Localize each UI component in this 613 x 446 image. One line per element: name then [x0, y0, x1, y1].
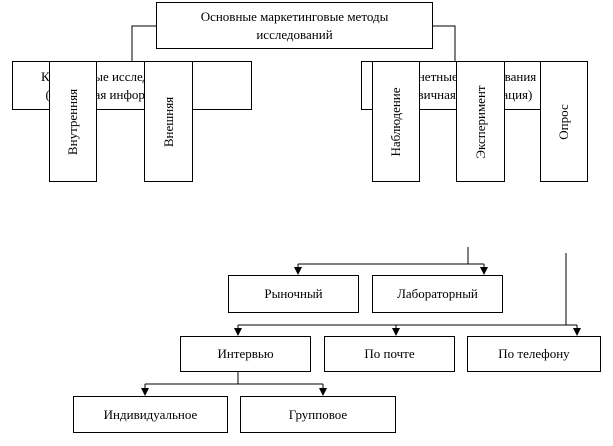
external-info-box: Внешняя: [144, 61, 193, 182]
market-experiment-box: Рыночный: [228, 275, 359, 313]
root-to-field-connector: [433, 25, 456, 61]
observation-box: Наблюдение: [372, 61, 420, 182]
lab-experiment-label: Лабораторный: [397, 286, 478, 301]
lab-experiment-box: Лабораторный: [372, 275, 503, 313]
root-title-line1: Основные маркетинговые методы: [200, 8, 389, 24]
mail-survey-box: По почте: [324, 336, 455, 372]
group-interview-label: Групповое: [288, 406, 348, 422]
root-to-desk-connector: [131, 25, 156, 61]
internal-info-box: Внутренняя: [49, 61, 97, 182]
phone-survey-box: По телефону: [467, 336, 601, 372]
market-experiment-label: Рыночный: [264, 286, 323, 301]
mail-survey-label: По почте: [364, 346, 415, 361]
experiment-label: Эксперимент: [472, 84, 488, 159]
root-methods-box: Основные маркетинговые методы исследован…: [156, 2, 433, 49]
root-title-line2: исследований: [256, 26, 333, 42]
interview-label: Интервью: [217, 346, 274, 361]
observation-label: Наблюдение: [388, 86, 403, 157]
individual-interview-label: Индивидуальное: [103, 406, 198, 422]
desk-research-box: Кабинетные исследования (вторичная инфор…: [12, 61, 252, 110]
internal-info-label: Внутренняя: [65, 88, 80, 155]
experiment-box: Эксперимент: [456, 61, 505, 182]
interview-box: Интервью: [180, 336, 311, 372]
individual-interview-box: Индивидуальное: [73, 396, 228, 433]
group-interview-box: Групповое: [240, 396, 396, 433]
external-info-label: Внешняя: [160, 96, 176, 147]
phone-survey-label: По телефону: [498, 346, 570, 361]
survey-box: Опрос: [540, 61, 588, 182]
survey-label: Опрос: [556, 103, 571, 140]
